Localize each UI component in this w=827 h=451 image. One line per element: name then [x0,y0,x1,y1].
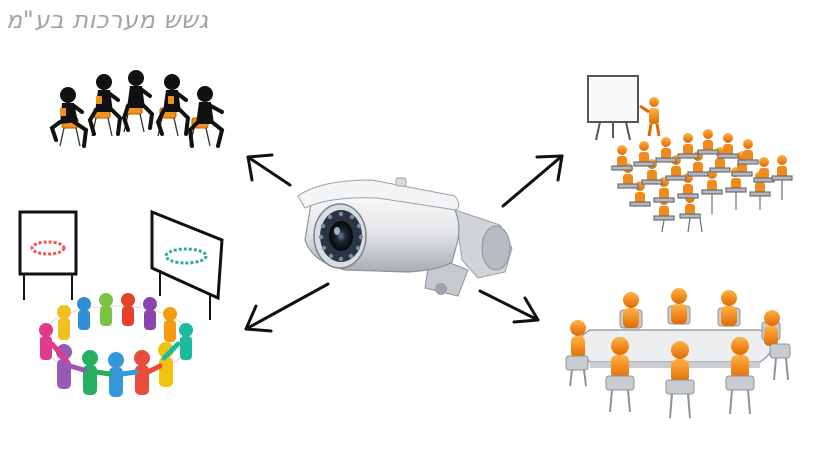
arrow-bottom-left-icon [244,282,330,333]
arrows [244,153,564,333]
page-title: גשש מערכות בע"מ [6,6,209,34]
security-camera-icon [297,177,513,297]
conference-table-icon [565,288,791,419]
presentation-audience-icon [587,75,793,233]
arrow-bottom-right-icon [478,289,540,324]
seated-group-icon [49,70,225,148]
arrow-top-right-icon [501,154,564,208]
arrow-top-left-icon [246,153,292,187]
colorful-group-circle-icon [18,209,224,397]
